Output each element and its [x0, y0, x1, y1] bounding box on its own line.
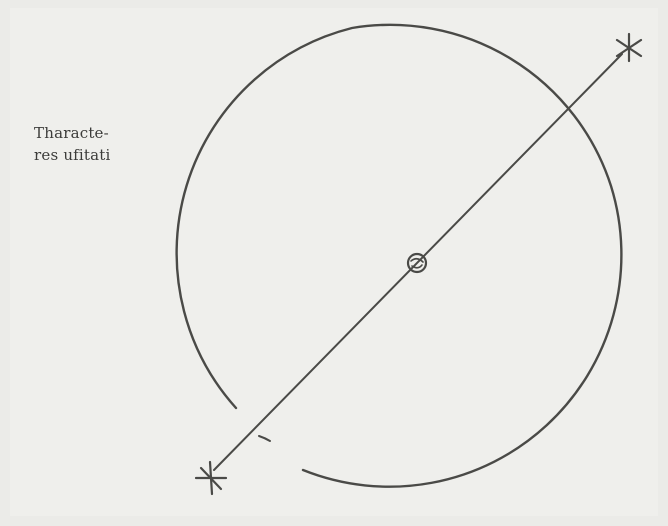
diameter-line — [214, 54, 622, 470]
orbit-circle — [177, 25, 622, 487]
star-top-right-icon — [617, 34, 641, 61]
tick-mark-icon — [259, 436, 270, 441]
star-bottom-left-icon — [196, 462, 226, 494]
